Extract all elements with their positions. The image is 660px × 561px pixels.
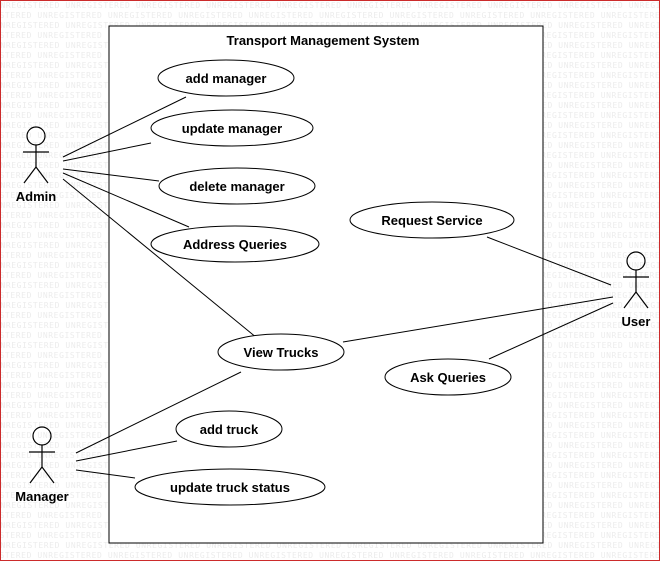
stick-figure-icon [29,426,55,484]
use-case-label: Request Service [381,213,482,228]
association-user-view-trucks [342,296,614,343]
use-case-label: update truck status [170,480,290,495]
use-case-delete-manager: delete manager [158,167,316,205]
system-boundary-frame [108,25,544,544]
use-case-add-manager: add manager [157,59,295,97]
actor-label: Admin [16,189,57,204]
use-case-ellipse [158,167,316,205]
use-case-address-queries: Address Queries [150,225,320,263]
stick-figure-icon [623,251,649,309]
actor-label: User [622,314,651,329]
actor-manager: Manager [15,426,69,504]
association-admin-address-queries [62,172,190,228]
use-case-add-truck: add truck [175,410,283,448]
association-manager-update-truck-status [75,469,136,479]
associations [62,96,614,479]
association-admin-view-trucks [62,178,258,339]
use-case-request-service: Request Service [349,201,515,239]
association-admin-delete-manager [62,168,160,182]
use-case-update-manager: update manager [150,109,314,147]
use-case-ellipse [175,410,283,448]
use-case-ellipse [150,109,314,147]
system-boundary: Transport Management System [108,25,544,544]
association-admin-update-manager [62,142,152,162]
actor-label: Manager [15,489,68,504]
use-case-update-truck-status: update truck status [134,468,326,506]
use-case-ellipse [217,333,345,371]
use-case-ellipse [349,201,515,239]
use-case-label: Address Queries [183,237,287,252]
use-case-label: delete manager [189,179,284,194]
stick-figure-icon [23,126,49,184]
association-user-ask-queries [488,302,614,360]
use-case-ellipse [150,225,320,263]
use-case-ellipse [134,468,326,506]
association-manager-view-trucks [75,371,242,454]
use-case-label: add manager [186,71,267,86]
association-user-request-service [486,236,612,286]
use-case-label: View Trucks [244,345,319,360]
actor-admin: Admin [16,126,57,204]
association-admin-add-manager [62,96,187,158]
association-manager-add-truck [75,440,178,462]
system-boundary-title: Transport Management System [227,33,420,48]
actor-user: User [622,251,651,329]
use-case-view-trucks: View Trucks [217,333,345,371]
use-case-label: add truck [200,422,259,437]
use-case-ellipse [384,358,512,396]
use-case-ellipse [157,59,295,97]
use-case-label: update manager [182,121,282,136]
use-case-ask-queries: Ask Queries [384,358,512,396]
use-case-label: Ask Queries [410,370,486,385]
